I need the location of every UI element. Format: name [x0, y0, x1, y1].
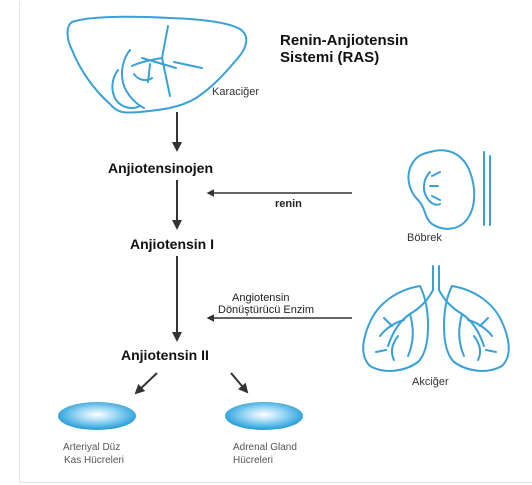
- renin-label: renin: [275, 198, 302, 211]
- kidney-icon: [408, 150, 490, 229]
- smooth-muscle-label-line2: Kas Hücreleri: [64, 455, 124, 467]
- liver-icon: [68, 17, 247, 113]
- diagram-title-line2: Sistemi (RAS): [280, 49, 379, 66]
- arrow-to-smooth-muscle: [136, 373, 157, 393]
- ace-label-line2: Dönüştürücü Enzim: [218, 304, 314, 317]
- lung-label: Akciğer: [412, 376, 449, 388]
- angiotensin-1-label: Anjiotensin I: [130, 236, 214, 252]
- arrow-to-adrenal: [231, 373, 247, 392]
- angiotensin-2-label: Anjiotensin II: [121, 347, 209, 363]
- liver-label: Karaciğer: [212, 86, 259, 98]
- adrenal-label-line2: Hücreleri: [233, 455, 273, 467]
- adrenal-label-line1: Adrenal Gland: [233, 442, 297, 454]
- lungs-icon: [363, 266, 509, 371]
- angiotensinogen-label: Anjiotensinojen: [108, 160, 213, 176]
- kidney-label: Böbrek: [407, 232, 442, 244]
- diagram-title-line1: Renin-Anjiotensin: [280, 32, 408, 49]
- adrenal-cell-icon: [225, 402, 303, 430]
- smooth-muscle-label-line1: Arteriyal Düz: [63, 442, 120, 454]
- smooth-muscle-cell-icon: [58, 402, 136, 430]
